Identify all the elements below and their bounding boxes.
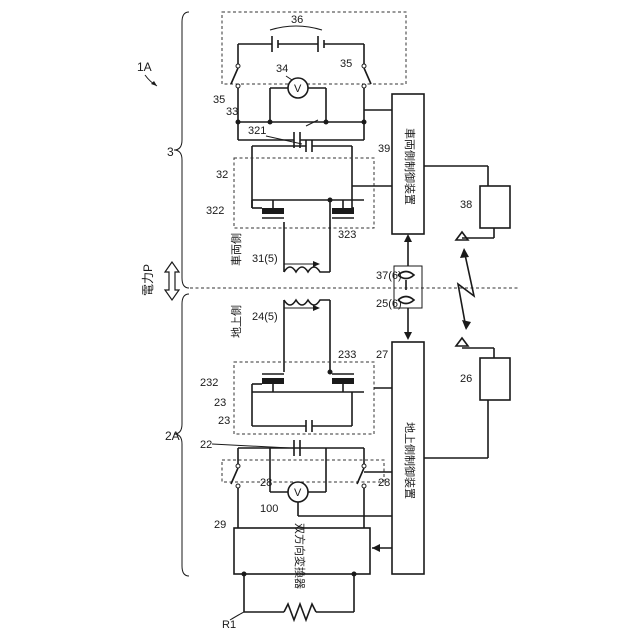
switch-232 [252, 374, 284, 392]
capacitor-321-label: 321 [248, 125, 266, 137]
vehicle-wireless-box [480, 186, 510, 228]
ground-controller-text-group: 地上側制御装置 [403, 422, 417, 499]
ground-side-label-group: 地上側 [230, 305, 243, 338]
converter-control-arrow-icon [372, 544, 380, 552]
node [328, 370, 333, 375]
voltmeter-top-symbol: V [294, 83, 302, 95]
voltmeter-top-leader [286, 76, 292, 80]
vehicle-number-label: 3 [167, 145, 174, 159]
inverter-label: 32 [216, 169, 228, 181]
voltmeter-100 [270, 482, 392, 516]
converter-text-group: 双方向変換器 [293, 523, 307, 589]
vehicle-side-label: 車両側 [229, 233, 243, 266]
ground-wireless-label: 26 [460, 373, 472, 385]
capacitor-33-label: 33 [226, 106, 238, 118]
resistor-label: R1 [222, 619, 236, 631]
battery-label: 36 [291, 14, 303, 26]
vehicle-controller-number: 39 [378, 143, 390, 155]
capacitor-321 [252, 136, 352, 208]
ground-number-label: 2A [165, 429, 180, 443]
relay-right-label: 35 [340, 58, 352, 70]
switch-233 [332, 374, 354, 392]
relay-enclosure-top [222, 12, 406, 84]
vehicle-controller-text-group: 車両側制御装置 [403, 128, 417, 205]
system-leader-arrowhead [151, 81, 157, 86]
relay-28-right-label: 28 [378, 477, 390, 489]
system-number-label: 1A [137, 60, 152, 74]
voltmeter-100-label: 100 [260, 503, 278, 515]
ground-inverter-label-a: 23 [214, 397, 226, 409]
vehicle-coil-label: 31(5) [252, 253, 278, 265]
node [324, 120, 329, 125]
ground-coil-24 [284, 300, 330, 372]
voltmeter-top-label: 34 [276, 63, 288, 75]
vehicle-wireless-label: 38 [460, 199, 472, 211]
relay-35-right [362, 64, 371, 122]
switch-233-label: 233 [338, 349, 356, 361]
switch-323-label: 323 [338, 229, 356, 241]
converter-label: 双方向変換器 [293, 523, 307, 589]
ground-controller-number: 27 [376, 349, 388, 361]
vehicle-coil-31 [284, 236, 330, 272]
power-p-label-group: 電力P [141, 264, 155, 296]
vehicle-controller-label: 車両側制御装置 [403, 128, 417, 205]
relay-28-left [231, 464, 240, 528]
relay-28-right [357, 464, 366, 528]
vehicle-brace [174, 12, 189, 288]
node [328, 198, 333, 203]
ground-antenna-icon [456, 338, 468, 346]
power-p-label: 電力P [141, 264, 155, 296]
converter-number: 29 [214, 519, 226, 531]
switch-322-label: 322 [206, 205, 224, 217]
relay-left-label: 35 [213, 94, 225, 106]
power-transfer-arrow-icon [165, 262, 179, 300]
coupler-top-label: 37(6) [376, 270, 402, 282]
relay-28-left-label: 28 [260, 477, 272, 489]
ground-wireless-box [480, 358, 510, 400]
node [268, 120, 273, 125]
wireless-link-icon [458, 248, 474, 330]
resistor-leader [230, 612, 244, 620]
coupler-bottom-label: 25(6) [376, 298, 402, 310]
ground-controller-label: 地上側制御装置 [403, 422, 417, 499]
voltmeter-bottom-symbol: V [294, 487, 302, 499]
capacitor-22-label: 22 [200, 439, 212, 451]
ground-coil-label: 24(5) [252, 311, 278, 323]
switch-232-label: 232 [200, 377, 218, 389]
ground-inverter-label-b: 23 [218, 415, 230, 427]
switch-322 [252, 200, 284, 236]
ground-side-label: 地上側 [230, 305, 243, 338]
ground-comm-arrow-icon [404, 332, 412, 340]
vehicle-side-label-group: 車両側 [229, 233, 243, 266]
ground-capacitor [252, 420, 352, 432]
ground-inverter-enclosure [234, 362, 374, 434]
vehicle-comm-arrow-icon [404, 234, 412, 242]
